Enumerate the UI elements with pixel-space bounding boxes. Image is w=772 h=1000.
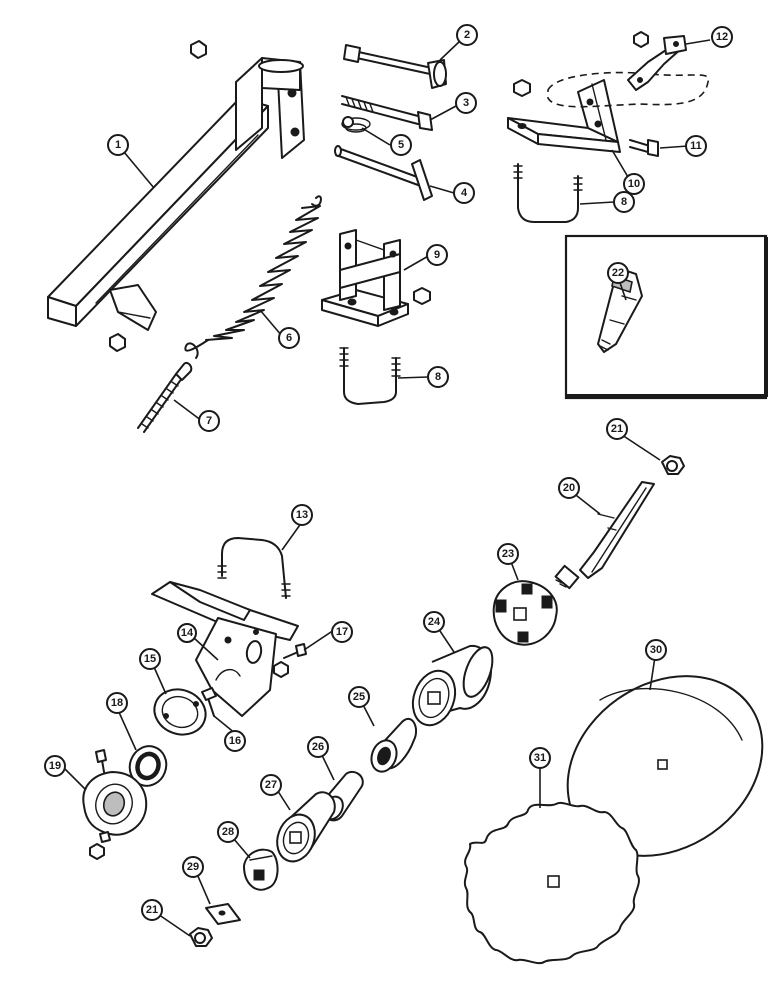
callout-4: 4 bbox=[453, 182, 475, 204]
svg-text:25: 25 bbox=[353, 691, 365, 703]
callout-5: 5 bbox=[390, 134, 412, 156]
svg-text:27: 27 bbox=[265, 779, 277, 791]
callout-10: 10 bbox=[623, 173, 645, 195]
bracket-icon bbox=[321, 229, 431, 327]
svg-text:12: 12 bbox=[716, 31, 728, 43]
cone-spacer-icon bbox=[370, 717, 418, 773]
svg-text:6: 6 bbox=[286, 332, 292, 344]
bracket-icon bbox=[507, 71, 710, 153]
svg-text:3: 3 bbox=[463, 97, 469, 109]
callout-31: 31 bbox=[529, 747, 551, 769]
callout-1: 1 bbox=[107, 134, 129, 156]
washer-plate-icon bbox=[205, 903, 241, 925]
u-bolt-icon bbox=[513, 163, 583, 223]
svg-text:15: 15 bbox=[144, 653, 156, 665]
svg-text:30: 30 bbox=[650, 644, 662, 656]
bolt-icon bbox=[341, 95, 433, 131]
callout-16: 16 bbox=[224, 730, 246, 752]
t-handle-pin-icon bbox=[334, 145, 433, 201]
callout-7: 7 bbox=[198, 410, 220, 432]
svg-text:1: 1 bbox=[115, 139, 121, 151]
svg-text:19: 19 bbox=[49, 760, 61, 772]
svg-text:4: 4 bbox=[461, 187, 468, 199]
end-spool-icon bbox=[276, 791, 336, 863]
hanger-plate-icon bbox=[151, 581, 299, 717]
svg-text:21: 21 bbox=[611, 423, 623, 435]
eye-bolt-icon bbox=[137, 362, 193, 433]
nut-icon bbox=[661, 455, 685, 475]
svg-text:16: 16 bbox=[229, 735, 241, 747]
callout-18: 18 bbox=[106, 692, 128, 714]
u-bolt-icon bbox=[339, 347, 401, 405]
svg-text:10: 10 bbox=[628, 178, 640, 190]
callout-21-lower: 21 bbox=[141, 899, 163, 921]
bolt-icon bbox=[629, 139, 659, 157]
bolt-icon bbox=[201, 687, 217, 717]
clip-icon bbox=[341, 116, 371, 133]
svg-text:26: 26 bbox=[312, 741, 324, 753]
callout-27: 27 bbox=[260, 774, 282, 796]
svg-text:24: 24 bbox=[428, 616, 441, 628]
end-cap-icon bbox=[243, 848, 279, 891]
callout-6: 6 bbox=[278, 327, 300, 349]
callout-17: 17 bbox=[331, 621, 353, 643]
callout-24: 24 bbox=[423, 611, 445, 633]
svg-text:29: 29 bbox=[187, 861, 199, 873]
callout-22: 22 bbox=[607, 262, 629, 284]
bolt-icon bbox=[273, 643, 307, 678]
callout-19: 19 bbox=[44, 755, 66, 777]
svg-text:22: 22 bbox=[612, 267, 624, 279]
callout-9: 9 bbox=[426, 244, 448, 266]
svg-text:28: 28 bbox=[222, 826, 234, 838]
callout-21-upper: 21 bbox=[606, 418, 628, 440]
callout-3: 3 bbox=[455, 92, 477, 114]
spacer-spool-icon bbox=[411, 644, 494, 727]
u-bolt-icon bbox=[217, 537, 291, 599]
svg-text:14: 14 bbox=[181, 627, 194, 639]
callout-12: 12 bbox=[711, 26, 733, 48]
retainer-ring-icon bbox=[153, 688, 207, 736]
callout-8-lower: 8 bbox=[427, 366, 449, 388]
callout-13: 13 bbox=[291, 504, 313, 526]
svg-text:31: 31 bbox=[534, 752, 546, 764]
svg-text:5: 5 bbox=[398, 139, 404, 151]
svg-text:2: 2 bbox=[464, 29, 470, 41]
spool-washer-icon bbox=[492, 580, 558, 646]
notched-disc-icon bbox=[463, 801, 640, 965]
svg-text:20: 20 bbox=[563, 482, 575, 494]
svg-text:9: 9 bbox=[434, 249, 440, 261]
callout-28: 28 bbox=[217, 821, 239, 843]
callout-20: 20 bbox=[558, 477, 580, 499]
strap-icon bbox=[627, 31, 687, 91]
inset-box bbox=[564, 234, 768, 400]
callout-30: 30 bbox=[645, 639, 667, 661]
callout-25: 25 bbox=[348, 686, 370, 708]
bearing-icon bbox=[128, 745, 168, 787]
callout-15: 15 bbox=[139, 648, 161, 670]
pin-icon bbox=[343, 44, 447, 89]
svg-text:7: 7 bbox=[206, 415, 212, 427]
callout-29: 29 bbox=[182, 856, 204, 878]
svg-text:18: 18 bbox=[111, 697, 123, 709]
callout-2: 2 bbox=[456, 24, 478, 46]
callout-11: 11 bbox=[685, 135, 707, 157]
spring-icon bbox=[184, 195, 322, 359]
svg-text:8: 8 bbox=[621, 196, 627, 208]
svg-text:13: 13 bbox=[296, 509, 308, 521]
svg-text:21: 21 bbox=[146, 904, 158, 916]
svg-text:17: 17 bbox=[336, 626, 348, 638]
svg-text:23: 23 bbox=[502, 548, 514, 560]
flange-housing-icon bbox=[82, 749, 148, 860]
callout-26: 26 bbox=[307, 736, 329, 758]
callout-14: 14 bbox=[177, 623, 197, 643]
callout-23: 23 bbox=[497, 543, 519, 565]
nut-icon bbox=[189, 927, 213, 947]
arm-tube-icon bbox=[47, 40, 305, 352]
callout-8-upper: 8 bbox=[613, 191, 635, 213]
svg-text:8: 8 bbox=[435, 371, 441, 383]
svg-text:11: 11 bbox=[690, 140, 702, 152]
shaft-icon bbox=[554, 481, 655, 590]
